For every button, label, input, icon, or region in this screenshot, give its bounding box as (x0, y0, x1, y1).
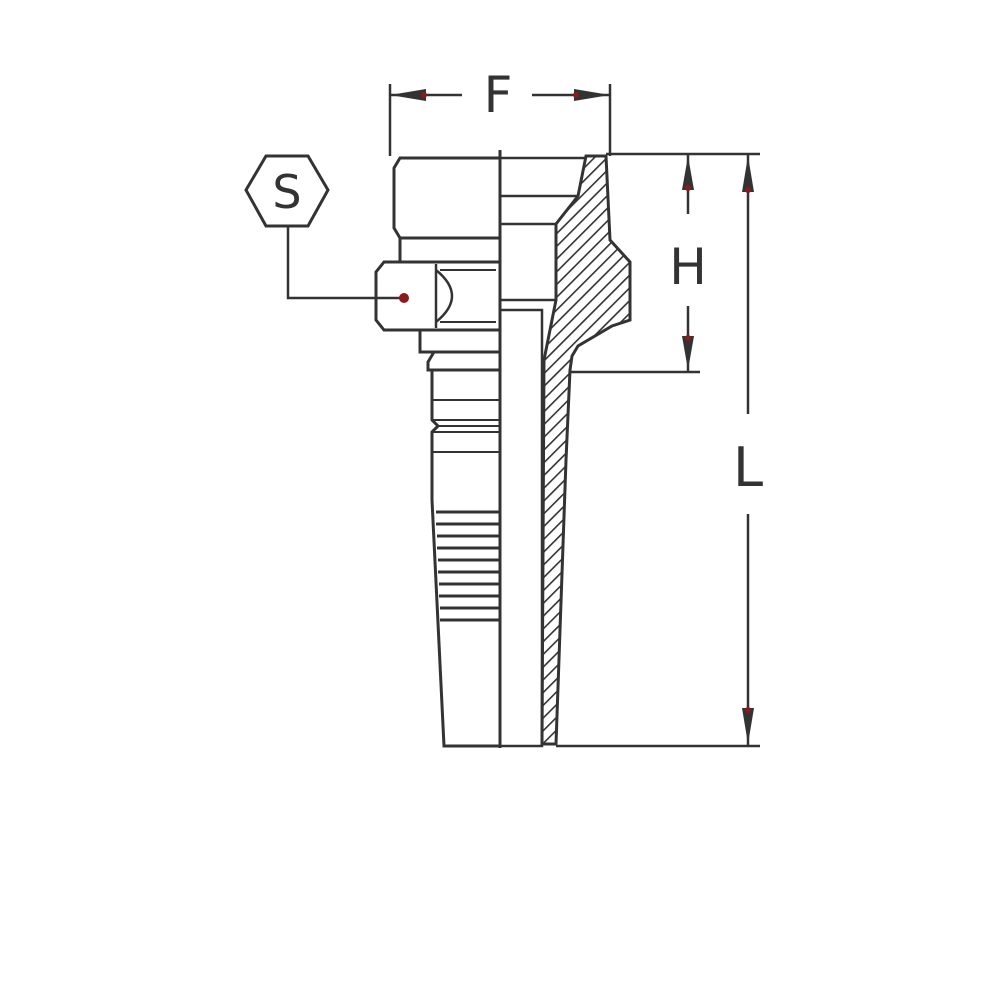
barb-1 (426, 350, 502, 372)
dimension-f (388, 84, 612, 156)
ridges (436, 510, 500, 622)
fitting-section-view (500, 154, 632, 748)
hex-symbol (244, 154, 330, 228)
thread-neck (398, 236, 502, 264)
callout-dot (399, 293, 409, 303)
section-hatch (540, 154, 632, 746)
threaded-end (392, 156, 502, 240)
dimension-l-label: L (733, 436, 763, 499)
fitting-exterior-view (374, 156, 502, 748)
dimension-f-label: F (484, 66, 513, 124)
hex-size-callout: S (244, 154, 409, 303)
callout-leader (286, 226, 404, 300)
collar (418, 328, 502, 354)
dimension-h-label: H (669, 238, 707, 296)
dimension-h (570, 152, 760, 374)
dimension-l (556, 154, 760, 748)
hex-label: S (272, 165, 301, 219)
